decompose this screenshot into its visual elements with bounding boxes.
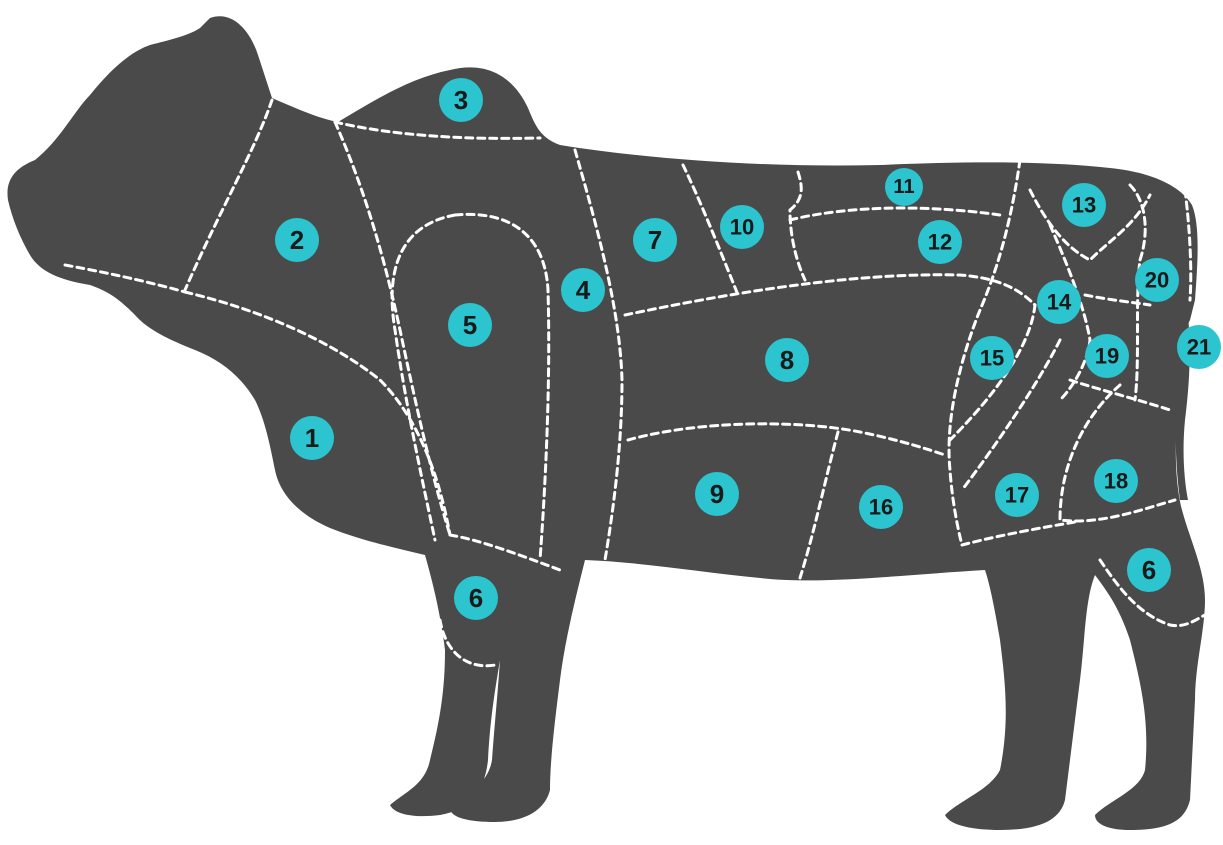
badge-cut-7[interactable]: 7	[633, 218, 677, 262]
badge-cut-10[interactable]: 10	[720, 205, 764, 249]
badge-label: 5	[463, 310, 477, 340]
badge-label: 6	[1142, 555, 1156, 585]
badge-cut-8[interactable]: 8	[765, 338, 809, 382]
badge-cut-17[interactable]: 17	[995, 473, 1039, 517]
badge-cut-9[interactable]: 9	[695, 472, 739, 516]
cow-body-shape	[7, 16, 1205, 830]
badge-label: 10	[730, 215, 754, 240]
badge-cut-2[interactable]: 2	[275, 218, 319, 262]
badge-cut-16[interactable]: 16	[859, 485, 903, 529]
badge-label: 21	[1187, 335, 1211, 360]
badge-label: 8	[780, 345, 794, 375]
badge-label: 19	[1095, 344, 1119, 369]
badge-label: 18	[1104, 469, 1128, 494]
badge-cut-5[interactable]: 5	[448, 303, 492, 347]
cow-silhouette	[7, 16, 1205, 830]
badge-label: 16	[869, 495, 893, 520]
badge-label: 15	[980, 346, 1004, 371]
badge-cut-19[interactable]: 19	[1085, 334, 1129, 378]
badge-label: 2	[290, 225, 304, 255]
badge-label: 17	[1005, 483, 1029, 508]
badge-label: 14	[1047, 290, 1072, 315]
badge-label: 12	[928, 230, 952, 255]
badge-label: 1	[305, 423, 319, 453]
badge-label: 7	[648, 225, 662, 255]
badge-cut-21[interactable]: 21	[1177, 325, 1221, 369]
badge-cut-12[interactable]: 12	[918, 220, 962, 264]
badge-cut-14[interactable]: 14	[1037, 280, 1081, 324]
badge-label: 13	[1072, 193, 1096, 218]
badge-cut-6-rear[interactable]: 6	[1127, 548, 1171, 592]
badge-cut-1[interactable]: 1	[290, 416, 334, 460]
badge-cut-20[interactable]: 20	[1135, 258, 1179, 302]
badge-cut-11[interactable]: 11	[885, 168, 923, 206]
badge-label: 6	[469, 583, 483, 613]
badge-label: 4	[576, 275, 591, 305]
badge-cut-4[interactable]: 4	[561, 268, 605, 312]
badge-label: 3	[454, 85, 468, 115]
badge-cut-15[interactable]: 15	[970, 336, 1014, 380]
badge-label: 20	[1145, 268, 1169, 293]
badge-label: 11	[893, 176, 914, 198]
badge-cut-13[interactable]: 13	[1062, 183, 1106, 227]
badge-cut-18[interactable]: 18	[1094, 459, 1138, 503]
badge-cut-3[interactable]: 3	[439, 78, 483, 122]
badge-cut-6-front[interactable]: 6	[454, 576, 498, 620]
badge-label: 9	[710, 479, 724, 509]
